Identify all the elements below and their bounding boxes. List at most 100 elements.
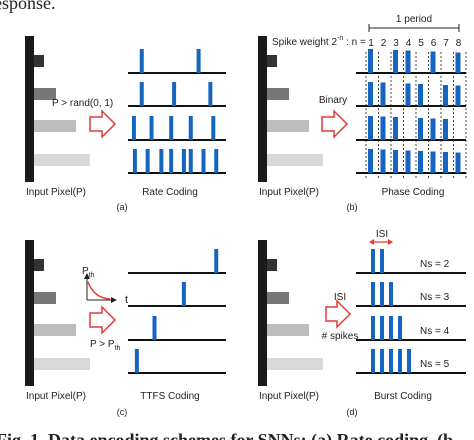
phase-number: 1 [368, 38, 374, 49]
spike [371, 316, 375, 340]
spike [389, 349, 393, 373]
pixel-intensity-block [267, 324, 309, 336]
spike [405, 150, 411, 173]
spike [389, 316, 393, 340]
spike [368, 82, 373, 106]
spike [380, 249, 384, 273]
pixel-intensities [34, 55, 90, 166]
spike-trains [356, 49, 467, 180]
spike-trains [128, 249, 226, 374]
pixel-column [25, 240, 34, 386]
spike [139, 49, 144, 73]
coding-title: TTFS Coding [140, 391, 199, 402]
spike [371, 249, 375, 273]
spike-trains [128, 49, 226, 174]
phase-number: 3 [393, 38, 399, 49]
spike-weight-label: Spike weight 2-n : n = [272, 35, 366, 48]
panel-label: (c) [117, 407, 128, 417]
arrow-icon [325, 299, 352, 329]
pixel-intensity-block [267, 358, 323, 370]
spike-count-label: Ns = 4 [420, 326, 450, 337]
spike [430, 118, 436, 140]
spike [380, 82, 386, 106]
spike [393, 117, 398, 140]
panel-burst-coding: ISI # spikes ISI Ns = 2Ns = 3Ns = 4Ns = … [258, 229, 466, 417]
input-pixel-label: Input Pixel(P) [259, 187, 319, 198]
spike [131, 116, 136, 140]
spike [389, 282, 393, 306]
panel-label: (d) [347, 407, 358, 417]
phase-number: 5 [418, 38, 424, 49]
spike [188, 116, 193, 140]
threshold-decay-curve [87, 281, 111, 300]
pixel-intensities [267, 55, 323, 166]
spike [211, 116, 216, 140]
spike [398, 349, 402, 373]
pixel-intensities [267, 259, 323, 370]
coding-title: Rate Coding [142, 187, 198, 198]
spike-count-label: Ns = 5 [420, 359, 450, 370]
spike [443, 85, 448, 106]
pixel-intensity-block [267, 154, 323, 166]
spike [169, 116, 174, 140]
spike [139, 82, 144, 106]
spike-count-label: Ns = 3 [420, 292, 450, 303]
arrow-icon [89, 109, 117, 139]
phase-number: 7 [443, 38, 449, 49]
panel-label: (b) [347, 202, 358, 212]
spike [181, 282, 186, 306]
spike [134, 349, 139, 373]
pixel-column [25, 36, 34, 182]
spike [380, 149, 386, 173]
spike [368, 149, 373, 173]
phase-number: 8 [456, 38, 462, 49]
spike [393, 50, 398, 73]
time-axis-label: t [125, 294, 128, 306]
spike [172, 82, 177, 106]
spike [430, 51, 436, 73]
input-pixel-label: Input Pixel(P) [259, 391, 319, 402]
arrowhead-icon [84, 273, 90, 279]
period-label: 1 period [396, 14, 432, 25]
pixel-intensity-block [34, 259, 44, 271]
spike [398, 316, 402, 340]
pixel-column [258, 36, 267, 182]
spike [196, 49, 201, 73]
spike [145, 149, 150, 173]
phase-number: 2 [381, 38, 387, 49]
isi-side-label: ISI [334, 292, 346, 303]
spike [380, 316, 384, 340]
spike [380, 282, 384, 306]
input-pixel-label: Input Pixel(P) [26, 391, 86, 402]
spike [430, 151, 436, 173]
pixel-intensity-block [34, 358, 90, 370]
spike [214, 249, 219, 273]
spike [152, 316, 157, 340]
panel-ttfs-coding: Pth t P > Pth Input Pixel(P) TTFS Coding… [25, 240, 226, 417]
ttfs-condition-label: P > Pth [90, 339, 121, 352]
phase-number: 4 [406, 38, 412, 49]
panel-rate-coding: P > rand(0, 1) Input Pixel(P) Rate Codin… [25, 36, 226, 212]
pixel-intensity-block [34, 55, 44, 67]
spike [132, 149, 137, 173]
spike [169, 149, 174, 173]
spike [393, 150, 398, 173]
spike [214, 149, 219, 173]
spike [371, 282, 375, 306]
pixel-intensity-block [34, 88, 56, 100]
spike [380, 349, 384, 373]
spike [455, 152, 461, 173]
spike [368, 116, 373, 140]
arrow-icon [89, 305, 117, 335]
spike-count-side-label: # spikes [322, 331, 359, 342]
spike [149, 116, 154, 140]
arrowhead-icon [369, 239, 374, 245]
pixel-intensity-block [267, 55, 277, 67]
spike [418, 151, 423, 173]
figure-caption: Fig. 1. Data encoding schemes for SNNs: … [0, 430, 453, 440]
spike [418, 118, 423, 140]
spike-trains: Ns = 2Ns = 3Ns = 4Ns = 5 [356, 249, 466, 374]
